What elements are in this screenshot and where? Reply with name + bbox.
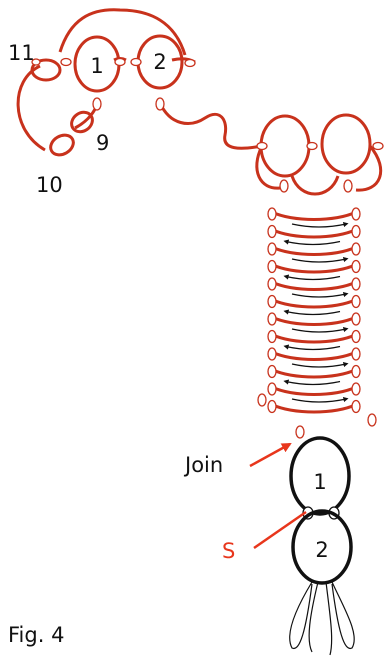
- spine-picot: [351, 294, 361, 309]
- spine-picot: [351, 382, 361, 396]
- spine-chain: [271, 280, 357, 291]
- spine-direction-arrow: [283, 309, 341, 316]
- spine-direction-arrow: [283, 239, 341, 246]
- spine-picot: [267, 294, 277, 309]
- ring-10: [49, 133, 75, 157]
- join-marker: Join: [183, 442, 292, 477]
- spine-chain: [271, 385, 357, 396]
- ring-1-bottom-label: 1: [313, 470, 326, 494]
- spine-picot: [267, 399, 277, 414]
- spine-picot: [351, 312, 361, 326]
- spine-picot: [351, 347, 361, 361]
- ring-11: [30, 58, 62, 82]
- spine-picot: [257, 393, 267, 407]
- spine-picot: [267, 242, 277, 256]
- spine-picot: [351, 207, 361, 221]
- spine-picot: [267, 224, 277, 239]
- connecting-chain: [158, 102, 263, 150]
- figure-caption: Fig. 4: [8, 623, 64, 647]
- spine-chain: [271, 210, 357, 221]
- spine-picot: [267, 277, 277, 291]
- spine-direction-arrow: [291, 222, 349, 228]
- ring-1-bottom: 1: [289, 436, 351, 516]
- spine: [257, 207, 377, 439]
- ring-2-top: 2: [136, 34, 184, 90]
- spine-picot: [351, 329, 361, 344]
- spine-chain: [271, 368, 357, 379]
- spine-chain: [271, 315, 357, 326]
- spine-direction-arrow: [283, 379, 341, 386]
- spine-picot: [351, 224, 361, 239]
- spine-picot: [367, 413, 377, 427]
- spine-picot: [351, 364, 361, 379]
- ring-2-bottom-label: 2: [315, 538, 328, 562]
- picots-upper-left: [31, 57, 196, 111]
- spine-direction-arrow: [291, 327, 349, 333]
- spine-picot: [351, 399, 361, 414]
- s-marker: S: [222, 510, 307, 563]
- spine-chain: [271, 333, 357, 344]
- spine-direction-arrow: [291, 397, 349, 403]
- spine-picot: [267, 364, 277, 379]
- spine-picot: [267, 329, 277, 344]
- ring-1-top-label: 1: [90, 54, 103, 78]
- spine-chain: [271, 403, 357, 414]
- right-motif-top: [255, 113, 383, 196]
- spine-picot: [351, 277, 361, 291]
- spine-chain: [271, 228, 357, 239]
- label-11: 11: [8, 41, 35, 65]
- spine-chain: [271, 350, 357, 361]
- spine-picot: [267, 259, 277, 274]
- spine-direction-arrow: [291, 257, 349, 263]
- spine-direction-arrow: [283, 274, 341, 281]
- spine-direction-arrow: [291, 362, 349, 368]
- spine-picot: [351, 242, 361, 256]
- spine-chain: [271, 298, 357, 309]
- spine-chain: [271, 263, 357, 274]
- spine-picot: [267, 207, 277, 221]
- spine-chain: [271, 245, 357, 256]
- label-9: 9: [96, 131, 109, 155]
- ring-2-top-label: 2: [153, 50, 166, 74]
- ring-9: [70, 110, 94, 134]
- spine-direction-arrow: [283, 344, 341, 351]
- top-chain: [58, 8, 187, 56]
- spine-direction-arrow: [291, 292, 349, 298]
- spine-picot: [267, 347, 277, 361]
- label-10: 10: [36, 173, 63, 197]
- picots-right-top: [256, 141, 384, 193]
- spine-picot: [267, 312, 277, 326]
- ring-1-top: 1: [73, 35, 121, 93]
- tail-threads: [289, 581, 355, 656]
- s-label: S: [222, 539, 235, 563]
- ring-2-bottom: 2: [291, 509, 353, 585]
- spine-picot: [351, 259, 361, 274]
- join-label: Join: [183, 453, 223, 477]
- spine-picot: [295, 425, 305, 439]
- spine-picot: [267, 382, 277, 396]
- upper-left-motif: [16, 8, 263, 152]
